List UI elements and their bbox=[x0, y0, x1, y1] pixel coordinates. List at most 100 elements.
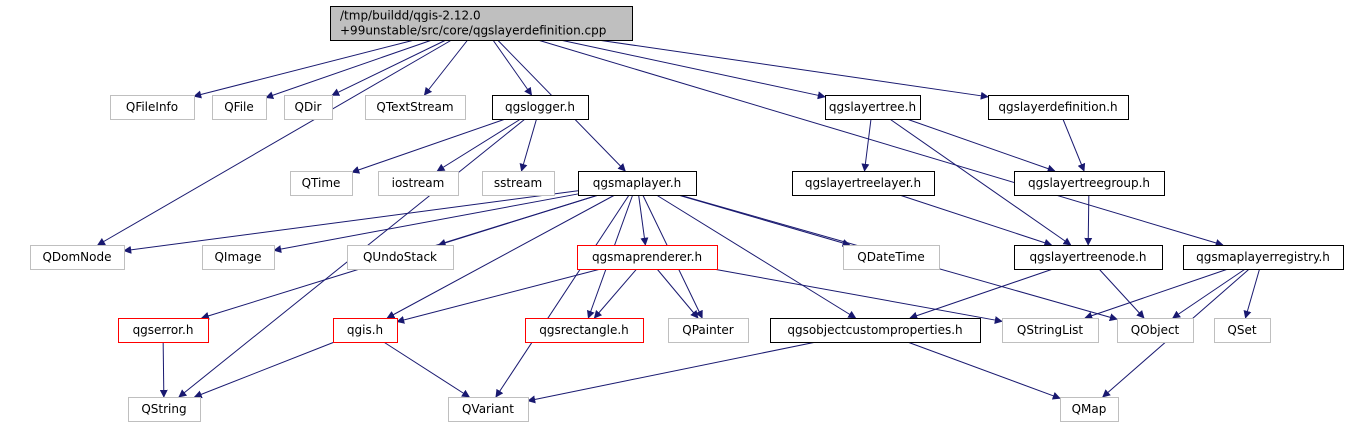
node-label-qgis: qgis.h bbox=[347, 323, 383, 337]
node-qtextstream: QTextStream bbox=[365, 95, 466, 120]
edge-qgsmaplayer-to-qgsmaprenderer bbox=[638, 194, 649, 246]
node-qgslayertreenode[interactable]: qgslayertreenode.h bbox=[1014, 245, 1163, 270]
node-qdatetime: QDateTime bbox=[843, 245, 940, 270]
node-box-qgsmaplayerregistry bbox=[1183, 245, 1344, 270]
edge-qgslogger-to-qtime bbox=[351, 118, 506, 174]
node-box-qgis bbox=[333, 318, 398, 343]
node-box-qgslayertreelayer bbox=[792, 171, 935, 196]
node-box-qstringlist bbox=[1002, 318, 1099, 343]
node-box-qgslayertreegroup bbox=[1014, 171, 1165, 196]
node-label-qset: QSet bbox=[1227, 323, 1256, 337]
node-label-qdomnode: QDomNode bbox=[42, 250, 111, 264]
node-label-qgsmaplayerregistry: qgsmaplayerregistry.h bbox=[1196, 250, 1330, 264]
node-box-qobject bbox=[1117, 318, 1194, 343]
node-box-sstream bbox=[482, 171, 555, 196]
node-qgslayertreegroup[interactable]: qgslayertreegroup.h bbox=[1014, 171, 1165, 196]
node-qobject: QObject bbox=[1117, 318, 1194, 343]
node-qdir: QDir bbox=[284, 95, 333, 120]
node-box-qdomnode bbox=[30, 245, 125, 270]
node-label-qfile: QFile bbox=[224, 100, 254, 114]
node-box-iostream bbox=[378, 171, 459, 196]
node-label-qmap: QMap bbox=[1072, 402, 1107, 416]
node-qgsmaprenderer[interactable]: qgsmaprenderer.h bbox=[577, 245, 718, 270]
edge-qgsmaplayer-to-qvariant bbox=[495, 194, 630, 398]
node-label-qobject: QObject bbox=[1131, 323, 1180, 337]
edge-qgslayertreelayer-to-qgslayertreenode bbox=[899, 194, 1053, 247]
edges-layer bbox=[97, 39, 1261, 404]
node-qfileinfo: QFileInfo bbox=[110, 95, 195, 120]
edge-qgslayertreenode-to-qobject bbox=[1098, 268, 1145, 319]
node-box-qgsmaprenderer bbox=[577, 245, 718, 270]
edge-qgsmaplayerregistry-to-qobject bbox=[1172, 268, 1246, 319]
node-qgsmaplayerregistry[interactable]: qgsmaplayerregistry.h bbox=[1183, 245, 1344, 270]
node-label-qvariant: QVariant bbox=[462, 402, 514, 416]
edge-qgsmaplayer-to-qdomnode bbox=[123, 190, 579, 254]
edge-qgslayertreegroup-to-qgslayertreenode bbox=[1084, 194, 1093, 246]
edge-qgsobjectcustomproperties-to-qmap bbox=[907, 341, 1061, 400]
node-box-qgslayertreenode bbox=[1014, 245, 1163, 270]
edge-qgsmaprenderer-to-qgsrectangle bbox=[593, 268, 638, 319]
edge-qgslayerdefinition-to-qgslayertreegroup bbox=[1062, 118, 1086, 172]
node-box-qfile bbox=[212, 95, 267, 120]
node-label-qdir: QDir bbox=[295, 100, 322, 114]
node-box-qimage bbox=[202, 245, 275, 270]
edge-qgserror-to-qstring bbox=[159, 341, 168, 398]
node-qgslayertree[interactable]: qgslayertree.h bbox=[825, 95, 921, 120]
edge-qgsmaplayerregistry-to-qstringlist bbox=[1084, 268, 1229, 320]
node-label-qgslayertree: qgslayertree.h bbox=[829, 100, 916, 114]
node-box-qgserror bbox=[118, 318, 209, 343]
node-label-qstringlist: QStringList bbox=[1017, 323, 1084, 337]
node-box-qfileinfo bbox=[110, 95, 195, 120]
node-qgsmaplayer[interactable]: qgsmaplayer.h bbox=[578, 171, 697, 196]
node-box-qmap bbox=[1060, 397, 1119, 422]
node-label-qstring: QString bbox=[141, 402, 186, 416]
edge-qgslayertreenode-to-qgsobjectcustomproperties bbox=[909, 268, 1054, 320]
node-label-qimage: QImage bbox=[214, 250, 261, 264]
edge-qgsmaprenderer-to-qgis bbox=[396, 268, 601, 324]
edge-qgslayertree-to-qgslayertreelayer bbox=[861, 118, 872, 172]
edge-qgsobjectcustomproperties-to-qvariant bbox=[527, 341, 817, 404]
node-qtime: QTime bbox=[290, 171, 353, 196]
edge-root-to-qgslayerdefinition bbox=[597, 39, 989, 100]
node-box-qgsrectangle bbox=[525, 318, 644, 343]
node-label-sstream: sstream bbox=[494, 176, 542, 190]
node-box-qtextstream bbox=[365, 95, 466, 120]
node-root[interactable]: /tmp/buildd/qgis-2.12.0+99unstable/src/c… bbox=[330, 6, 633, 41]
node-qgslogger[interactable]: qgslogger.h bbox=[492, 95, 589, 120]
node-qgslayertreelayer[interactable]: qgslayertreelayer.h bbox=[792, 171, 935, 196]
node-qgsobjectcustomproperties[interactable]: qgsobjectcustomproperties.h bbox=[770, 318, 981, 343]
node-label-qgsmaprenderer: qgsmaprenderer.h bbox=[592, 250, 702, 264]
edge-qgsmaprenderer-to-qpainter bbox=[656, 268, 699, 319]
edge-root-to-qgslayertree bbox=[560, 39, 826, 100]
node-label-qgsobjectcustomproperties: qgsobjectcustomproperties.h bbox=[787, 323, 962, 337]
node-box-qgsmaplayer bbox=[578, 171, 697, 196]
edge-root-to-qgslogger bbox=[492, 39, 533, 96]
node-qundostack: QUndoStack bbox=[347, 245, 454, 270]
node-box-qgsobjectcustomproperties bbox=[770, 318, 981, 343]
node-iostream: iostream bbox=[378, 171, 459, 196]
node-label-root-2: +99unstable/src/core/qgslayerdefinition.… bbox=[340, 24, 606, 38]
node-label-qpainter: QPainter bbox=[682, 323, 734, 337]
edge-qgslogger-to-iostream bbox=[436, 118, 522, 172]
node-box-qgslogger bbox=[492, 95, 589, 120]
node-label-qgslayertreegroup: qgslayertreegroup.h bbox=[1028, 176, 1150, 190]
node-qgsrectangle[interactable]: qgsrectangle.h bbox=[525, 318, 644, 343]
node-label-qgsrectangle: qgsrectangle.h bbox=[539, 323, 629, 337]
edge-qgslayertree-to-qgslayertreenode bbox=[889, 118, 1072, 246]
edge-qgsmaplayer-to-qgsobjectcustomproperties bbox=[656, 194, 857, 319]
node-box-qgslayertree bbox=[825, 95, 921, 120]
node-qgslayerdefinition[interactable]: qgslayerdefinition.h bbox=[988, 95, 1129, 120]
node-qgserror[interactable]: qgserror.h bbox=[118, 318, 209, 343]
node-qgis[interactable]: qgis.h bbox=[333, 318, 398, 343]
edge-root-to-qfileinfo bbox=[193, 39, 415, 99]
node-label-qundostack: QUndoStack bbox=[363, 250, 437, 264]
node-label-qgslayertreelayer: qgslayertreelayer.h bbox=[805, 176, 921, 190]
edge-qgslayertree-to-qgslayertreegroup bbox=[906, 118, 1056, 173]
nodes-layer: /tmp/buildd/qgis-2.12.0+99unstable/src/c… bbox=[30, 6, 1344, 422]
node-box-qset bbox=[1214, 318, 1271, 343]
node-label-qgslayertreenode: qgslayertreenode.h bbox=[1029, 250, 1146, 264]
node-label-qgsmaplayer: qgsmaplayer.h bbox=[593, 176, 682, 190]
edge-qgis-to-qvariant bbox=[383, 341, 470, 398]
node-box-qundostack bbox=[347, 245, 454, 270]
node-qstringlist: QStringList bbox=[1002, 318, 1099, 343]
